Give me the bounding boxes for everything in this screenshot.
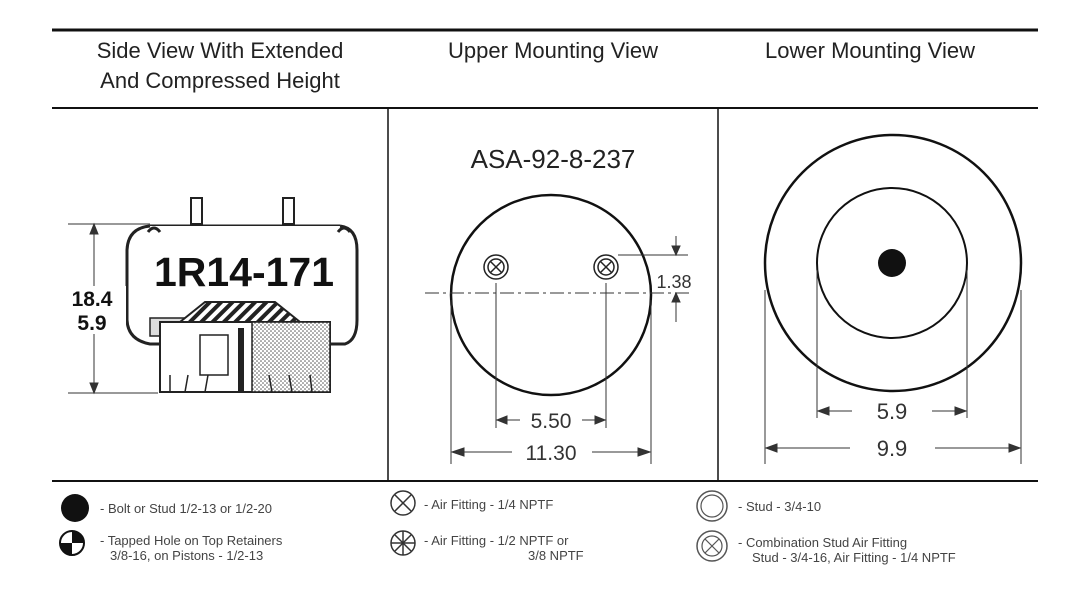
legend-combo-line1: - Combination Stud Air Fitting bbox=[738, 535, 908, 550]
legend-tapped-line1: - Tapped Hole on Top Retainers bbox=[100, 533, 283, 548]
diameter-label: 11.30 bbox=[526, 442, 577, 465]
air-fitting-legend-icon bbox=[390, 490, 416, 516]
height-dimension bbox=[68, 222, 158, 395]
side-view-header-line2: And Compressed Height bbox=[100, 68, 340, 93]
lower-mounting-drawing: 5.9 9.9 bbox=[763, 133, 1023, 464]
upper-view-header: Upper Mounting View bbox=[448, 38, 658, 63]
top-stud-icon bbox=[190, 197, 295, 225]
model-number-label: ASA-92-8-237 bbox=[471, 144, 636, 174]
side-view-header-line1: Side View With Extended bbox=[96, 38, 344, 63]
outer-diameter-label: 9.9 bbox=[877, 436, 908, 461]
legend-combo-line2: Stud - 3/4-16, Air Fitting - 1/4 NPTF bbox=[752, 550, 956, 565]
hole-spacing-label: 5.50 bbox=[531, 410, 572, 433]
air-fitting-icon bbox=[483, 254, 619, 280]
legend-bolt: - Bolt or Stud 1/2-13 or 1/2-20 bbox=[100, 501, 272, 516]
side-view-header: Side View With Extended And Compressed H… bbox=[52, 36, 388, 96]
inner-piston-outline bbox=[816, 187, 968, 339]
legend-air-fitting-14-text: - Air Fitting - 1/4 NPTF bbox=[424, 497, 554, 512]
upper-mounting-drawing: ASA-92-8-237 1.38 bbox=[425, 144, 696, 465]
legend-air-fitting-12-line2: 3/8 NPTF bbox=[528, 548, 584, 563]
legend-bolt-text: - Bolt or Stud 1/2-13 or 1/2-20 bbox=[100, 501, 272, 516]
combo-stud-legend-icon bbox=[696, 530, 728, 562]
lower-view-header: Lower Mounting View bbox=[765, 38, 975, 63]
outer-base-outline bbox=[763, 133, 1023, 393]
side-view-drawing: 1R14-171 18.4 5.9 bbox=[62, 197, 359, 395]
legend-air-fitting-12-line1: - Air Fitting - 1/2 NPTF or bbox=[424, 533, 569, 548]
upper-plate-outline bbox=[449, 193, 653, 397]
compressed-height-label: 5.9 bbox=[77, 312, 106, 335]
air-fitting-large-legend-icon bbox=[390, 530, 416, 556]
legend-stud: - Stud - 3/4-10 bbox=[738, 499, 821, 514]
bolt-legend-icon bbox=[61, 494, 89, 522]
legend-combo-stud: - Combination Stud Air Fitting Stud - 3/… bbox=[738, 535, 956, 565]
legend-stud-text: - Stud - 3/4-10 bbox=[738, 499, 822, 514]
legend-tapped-line2: 3/8-16, on Pistons - 1/2-13 bbox=[110, 548, 264, 563]
center-bolt-icon bbox=[878, 249, 906, 277]
part-number-label: 1R14-171 bbox=[154, 249, 334, 295]
inner-diameter-label: 5.9 bbox=[877, 399, 908, 424]
table-frame bbox=[52, 28, 1038, 482]
legend-air-fitting-14: - Air Fitting - 1/4 NPTF bbox=[424, 497, 553, 512]
extended-height-label: 18.4 bbox=[72, 288, 113, 311]
tapped-hole-legend-icon bbox=[59, 530, 85, 556]
legend-icons bbox=[59, 490, 728, 562]
stud-legend-icon bbox=[696, 490, 728, 522]
legend-air-fitting-12: - Air Fitting - 1/2 NPTF or 3/8 NPTF bbox=[424, 533, 584, 563]
legend-tapped-hole: - Tapped Hole on Top Retainers 3/8-16, o… bbox=[100, 533, 282, 563]
offset-dimension-label: 1.38 bbox=[656, 272, 691, 292]
